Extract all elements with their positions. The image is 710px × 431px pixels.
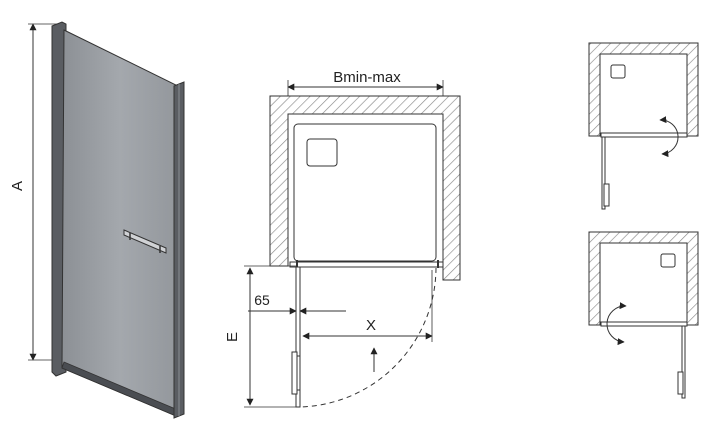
plan-variant-left-hinge [588,231,699,399]
drain-icon [660,253,676,268]
door-handle-icon [123,229,167,254]
plan-main: Bmin-max 65 X E [224,69,461,408]
dimension-e-label: E [224,332,241,342]
door-perspective: A [9,21,185,419]
door-swing-arc [299,267,437,408]
shower-tray [293,123,437,262]
drain-icon [610,64,626,79]
dimension-x-label: X [366,317,376,334]
dimension-65-label: 65 [254,292,270,308]
door-closed [600,132,688,138]
door-closed [600,321,688,327]
drain-icon [306,138,338,167]
plan-handle-icon [291,351,300,395]
plan-variant-right-hinge [588,42,699,210]
door-open [601,136,606,210]
dimension-b-label: Bmin-max [333,69,401,86]
dimension-a-label: A [9,181,26,191]
rotate-icon [606,302,627,346]
door-closed [289,261,444,268]
door-glass-panel [61,29,179,417]
rotate-icon [659,116,679,158]
door-open [681,325,686,399]
